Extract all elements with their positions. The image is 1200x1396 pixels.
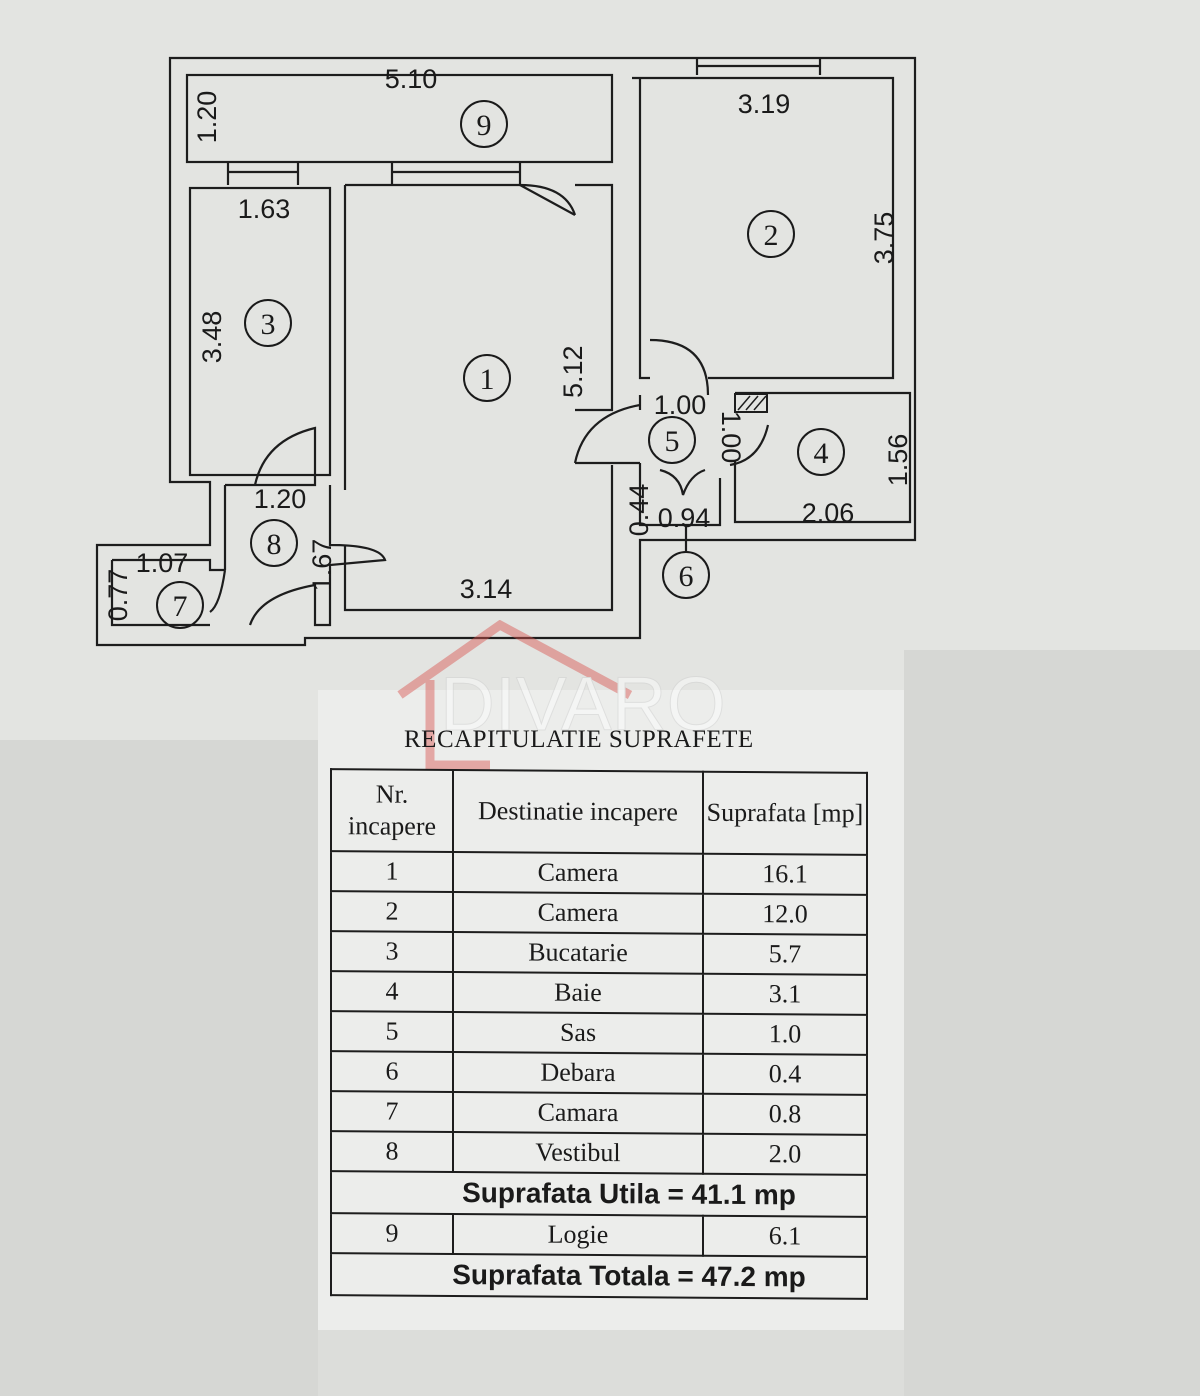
table-title: RECAPITULATIE SUPRAFETE [404,726,754,753]
door-arc [519,183,577,216]
dim: 0.94 [658,503,711,533]
room-number-4: 4 [797,428,845,476]
room-number-6: 6 [662,525,710,599]
room-7-camara [110,558,227,627]
door-arc [659,468,706,496]
dim: 1.67 [307,539,337,592]
door-arc [729,424,770,467]
room-1 [343,183,614,612]
suprafata-totala: Suprafata Totala = 47.2 mp [331,1253,867,1299]
dim: 1.20 [254,484,307,514]
dim: 3.14 [460,574,513,604]
svg-text:5: 5 [665,425,680,458]
floor-plan: 1 2 3 4 5 6 7 8 9 5.12 3.14 3.19 3.75 1.… [95,56,917,647]
svg-text:DIVARO: DIVARO [440,662,726,747]
header-destinatie: Destinatie incapere [453,769,703,854]
utila-row: Suprafata Utila = 41.1 mp [331,1171,867,1217]
outer-wall [95,56,917,647]
room-number-5: 5 [648,416,696,464]
svg-text:1: 1 [480,363,495,396]
dim: 1.56 [883,434,913,487]
room-2 [632,76,895,380]
dim: 3.48 [197,311,227,364]
svg-text:8: 8 [267,528,282,561]
area-summary-table: Nr. incapere Destinatie incapere Suprafa… [330,768,868,1300]
room-5-sas [573,395,722,527]
dim: 0.77 [103,569,133,622]
room-number-9: 9 [460,100,508,148]
dim: 1.00 [716,411,746,464]
svg-text:7: 7 [173,590,188,623]
dim: 2.06 [802,498,855,528]
shaft-hatch [734,393,768,413]
svg-text:3: 3 [261,308,276,341]
blurred-area [904,650,1200,1396]
table-paper [318,690,904,1330]
dim: 1.20 [192,91,222,144]
dim: 5.10 [385,64,438,94]
dim: 1.07 [136,548,189,578]
svg-text:4: 4 [814,437,829,470]
header-suprafata: Suprafata [mp] [703,771,867,855]
watermark-logo: DIVARO [397,620,726,770]
dim: 0.44 [624,484,654,537]
blurred-area [318,1330,904,1396]
table-header: Nr. incapere Destinatie incapere Suprafa… [331,769,867,855]
suprafata-utila: Suprafata Utila = 41.1 mp [331,1171,867,1217]
window [695,58,822,75]
blurred-area [0,740,318,1396]
dim: 3.75 [869,212,899,265]
room-8-vestibul [223,426,387,627]
dim: 1.63 [238,194,291,224]
svg-text:2: 2 [764,219,779,252]
window [226,162,522,185]
room-number-7: 7 [156,581,204,629]
room-number-3: 3 [244,299,292,347]
svg-text:6: 6 [679,560,694,593]
room-number-1: 1 [463,354,511,402]
dim: 1.00 [654,390,707,420]
room-3-kitchen [188,186,332,477]
room-number-8: 8 [250,519,298,567]
room-9-loggia [185,73,614,164]
dim: 3.19 [738,89,791,119]
totala-row: Suprafata Totala = 47.2 mp [331,1253,867,1299]
dim: 5.12 [558,345,588,398]
room-number-2: 2 [747,210,795,258]
door-arc [649,338,710,396]
header-nr: Nr. incapere [331,769,453,852]
svg-text:9: 9 [477,109,492,142]
